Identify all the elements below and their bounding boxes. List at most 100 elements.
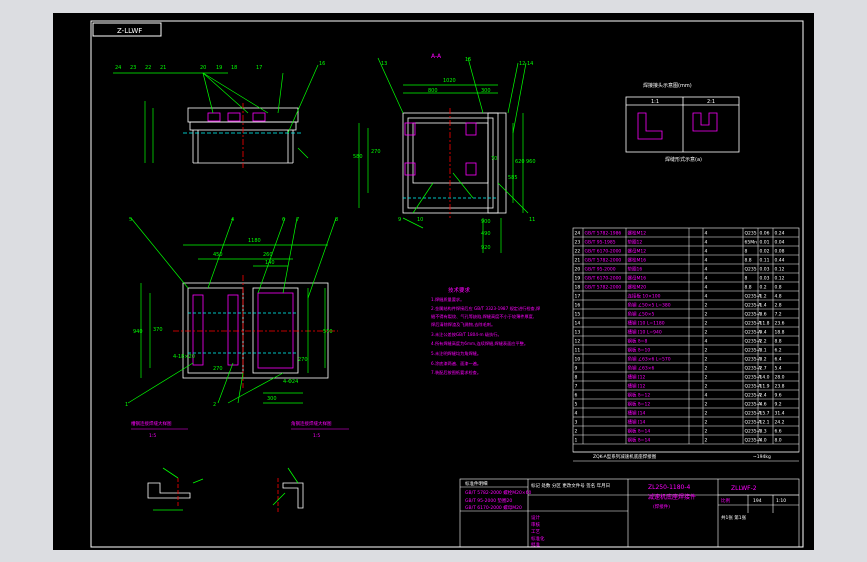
table-cell-no: 10 [575,357,581,363]
table-cell-mat: Q235-A [745,420,763,426]
table-cell-w1: 0.01 [760,240,770,246]
title-subtitle: ZL250-1180-4 [648,484,691,491]
table-cell-name: 螺栓M12 [628,230,647,237]
top-view-dims [358,57,529,253]
table-cell-code: GB/T 5782-2000 [585,258,622,264]
table-cell-code: GB/T 95-1985 [585,240,616,246]
table-cell-qty: 2 [705,357,708,363]
table-cell-qty: 2 [705,366,708,372]
svg-text:270: 270 [371,149,381,155]
svg-text:300: 300 [267,396,277,402]
svg-text:10: 10 [417,217,423,223]
table-cell-w1: 2.7 [760,366,767,372]
table-cell-mat: Q235-A [745,384,763,390]
svg-text:2.金属结构件焊接后应 GB/T 3323-1987 规定进: 2.金属结构件焊接后应 GB/T 3323-1987 规定进行检查,焊 [431,305,541,312]
table-cell-name: 螺母M12 [628,248,647,255]
table-cell-w2: 7.2 [775,312,782,318]
svg-text:12: 12 [519,61,525,67]
svg-text:1180: 1180 [248,238,261,244]
table-cell-w1: 9.4 [760,330,767,336]
table-cell-no: 11 [575,348,581,354]
table-cell-mat: Q235-A [745,429,763,435]
front-view [183,103,303,168]
table-cell-name: 槽钢 [14 [628,419,646,426]
svg-text:7.装配后按图纸要求检查。: 7.装配后按图纸要求检查。 [431,369,481,376]
svg-text:260: 260 [263,252,273,258]
title-block-frame [459,478,800,548]
svg-text:14: 14 [527,61,533,67]
table-cell-w2: 9.6 [775,393,782,399]
table-cell-mat: Q235-A [745,294,763,300]
table-cell-no: 23 [575,240,581,246]
svg-text:GB/T 95-2000 垫圈20: GB/T 95-2000 垫圈20 [465,497,512,504]
table-cell-mat: Q235-A [745,348,763,354]
title-block-text: 标准件明细 GB/T 5782-2000 螺栓M20×60 GB/T 95-20… [465,480,786,548]
svg-text:23: 23 [130,65,136,71]
table-cell-qty: 4 [705,231,708,237]
bottom-view-labels: 1180 450 260 140 940 370 570 4-Φ24 4-18×… [125,217,338,408]
svg-text:6.涂底漆两遍、面漆一遍。: 6.涂底漆两遍、面漆一遍。 [431,360,481,367]
table-cell-name: 钢板 δ=12 [628,392,651,399]
table-cell-qty: 4 [705,294,708,300]
table-cell-no: 4 [575,411,578,417]
table-cell-name: 角钢 ∠63×6 L=570 [628,356,671,363]
table-cell-qty: 2 [705,321,708,327]
table-cell-w2: 31.4 [775,411,785,417]
table-cell-w1: 11.8 [760,321,770,327]
table-cell-no: 19 [575,276,581,282]
svg-text:570: 570 [323,329,333,335]
table-cell-name: 垫圈12 [628,239,643,246]
table-cell-code: GB/T 6170-2000 [585,276,622,282]
svg-text:4-Φ24: 4-Φ24 [283,379,298,385]
table-cell-mat: Q235-A [745,438,763,444]
svg-text:比例: 比例 [721,497,730,504]
table-cell-w1: 1.2 [760,294,767,300]
svg-text:580: 580 [353,154,363,160]
table-cell-w1: 0.02 [760,249,770,255]
table-cell-qty: 2 [705,312,708,318]
parts-table-frame [572,227,800,462]
detail-right-label: 角钢连接焊缝大样图 [291,420,332,427]
table-cell-no: 6 [575,393,578,399]
table-cell-w2: 0.08 [775,249,785,255]
table-cell-name: 钢板 δ=12 [628,401,651,408]
table-cell-w1: 3.6 [760,312,767,318]
bottom-view [173,275,338,388]
parts-total-weight: ~194kg [753,454,771,460]
svg-text:13: 13 [381,61,387,67]
drawing-number: ZLLWF-2 [731,485,757,492]
table-cell-w1: 0.2 [760,285,767,291]
title-tab-box [92,22,162,37]
table-cell-mat: 8.8 [745,258,752,264]
top-view-labels: 1020 800 300 13 12 15 14 580 270 70 960 … [353,57,536,251]
drawing-sheet[interactable]: Z-LLWF 24 23 22 21 20 19 18 17 16 [53,13,814,550]
weld-detail-left [147,467,204,511]
table-cell-name: 螺栓M16 [628,257,647,264]
table-cell-name: 垫圈16 [628,266,643,273]
svg-text:20: 20 [200,65,206,71]
table-cell-w1: 2.2 [760,339,767,345]
notes-title: 技术要求 [448,286,471,294]
table-cell-mat: Q235-A [745,402,763,408]
svg-text:900: 900 [481,219,491,225]
svg-text:共1张 第1张: 共1张 第1张 [721,514,747,521]
table-cell-name: 槽钢 [12 [628,374,646,381]
svg-text:GB/T 5782-2000 螺栓M20×60: GB/T 5782-2000 螺栓M20×60 [465,489,531,496]
svg-text:1020: 1020 [443,78,456,84]
table-cell-no: 24 [575,231,581,237]
table-cell-mat: Q235-A [745,366,763,372]
svg-text:450: 450 [213,252,223,258]
svg-text:工艺: 工艺 [531,529,540,535]
weld-view-label: 焊接接头示意图(mm) [643,82,692,89]
table-cell-w2: 4.8 [775,294,782,300]
title-tab-text: Z-LLWF [117,27,142,35]
table-cell-w1: 3.3 [760,429,767,435]
table-cell-no: 13 [575,330,581,336]
table-cell-w2: 2.8 [775,303,782,309]
table-cell-code: GB/T 5782-1986 [585,231,622,237]
table-cell-name: 角钢 ∠50×5 [628,311,655,318]
table-cell-name: 钢板 δ=8 [628,338,648,345]
table-cell-name: 槽钢 [10 L=940 [628,329,662,336]
table-cell-qty: 4 [705,267,708,273]
table-cell-mat: 8.8 [745,285,752,291]
